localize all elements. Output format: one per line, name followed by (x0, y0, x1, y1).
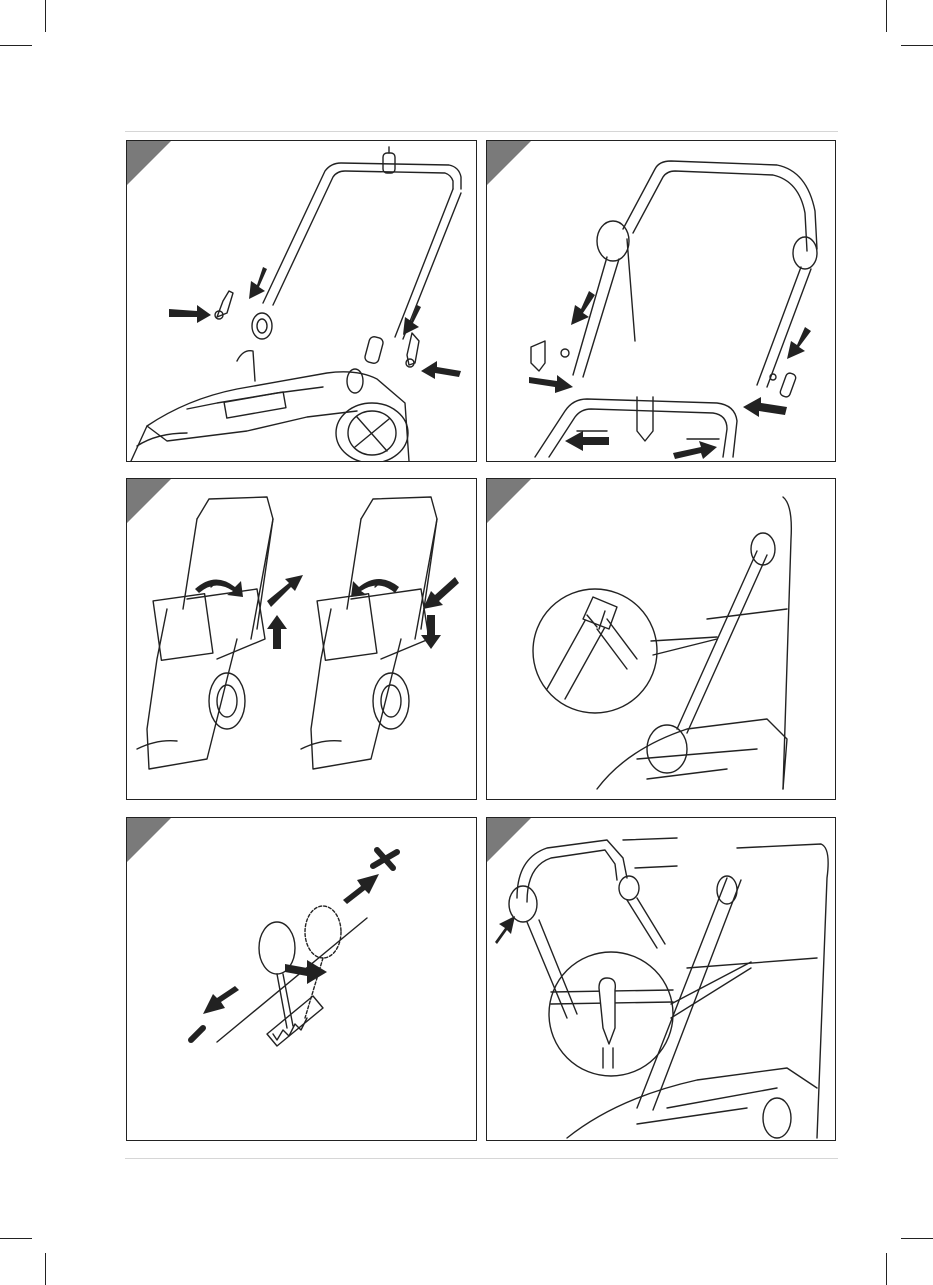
arrow-left-icon (421, 361, 461, 379)
crop-mark-br-h (901, 1238, 933, 1239)
arrow-up-right-icon (343, 874, 379, 904)
figure-5-height-adjust: + – (126, 817, 477, 1141)
crop-mark-tr-h (901, 45, 933, 46)
arrow-down-left-icon (203, 986, 239, 1014)
figure-2-upper-handle (486, 140, 836, 462)
figure-4-cable-clip (486, 478, 836, 800)
arrow-right-icon (529, 375, 573, 393)
adjust-lever (217, 906, 367, 1046)
direction-arrows (203, 874, 379, 1014)
arrow-down-icon (421, 615, 441, 649)
crop-mark-bl-v (45, 1253, 46, 1285)
crop-mark-bl-h (0, 1238, 32, 1239)
figure-1-handle-attach (126, 140, 477, 462)
bottom-rule (125, 1158, 838, 1159)
detail-callout (533, 589, 717, 713)
plus-symbol (373, 850, 397, 868)
top-rule (125, 131, 838, 132)
corner-tab (127, 818, 171, 862)
crop-mark-br-v (886, 1253, 887, 1285)
arrow-left-icon (743, 397, 787, 417)
arrow-down-icon (787, 327, 811, 359)
upper-handle (573, 161, 817, 387)
gear-knob-right (347, 336, 384, 393)
corner-tab (487, 818, 531, 862)
corner-tab (127, 479, 171, 523)
hook-detail-callout (549, 952, 751, 1076)
rotate-arrow-icon (351, 579, 399, 597)
arrow-up-right-icon (495, 916, 515, 944)
crop-mark-tr-v (886, 0, 887, 32)
mower-body (131, 351, 409, 461)
figure-6-cable-hook (486, 817, 836, 1141)
direction-arrows (529, 291, 811, 459)
mower-right (301, 497, 437, 769)
minus-symbol (191, 1028, 203, 1040)
mower-left (137, 497, 273, 769)
crop-mark-tl-v (45, 0, 46, 32)
corner-tab (487, 479, 531, 523)
mower-side (597, 497, 791, 789)
direction-arrows (169, 267, 461, 379)
arrow-right-icon (673, 441, 717, 459)
gear-knob-left (252, 313, 272, 339)
crop-mark-tl-h (0, 45, 32, 46)
arrow-down-icon (571, 291, 595, 325)
arrow-up-right-icon (267, 575, 303, 607)
arrow-left-icon (565, 431, 609, 451)
lever-bolt-right (406, 333, 419, 367)
rear-wheel (336, 403, 408, 462)
arrow-right-icon (169, 305, 211, 323)
arrow-up-icon (267, 615, 287, 649)
corner-tab (487, 141, 531, 185)
figure-3-grass-box (126, 478, 477, 800)
direction-arrows (495, 916, 515, 944)
arrow-down-icon (249, 267, 267, 299)
handle-bar (263, 147, 461, 339)
corner-tab (127, 141, 171, 185)
lever-bolt-left (215, 291, 233, 319)
